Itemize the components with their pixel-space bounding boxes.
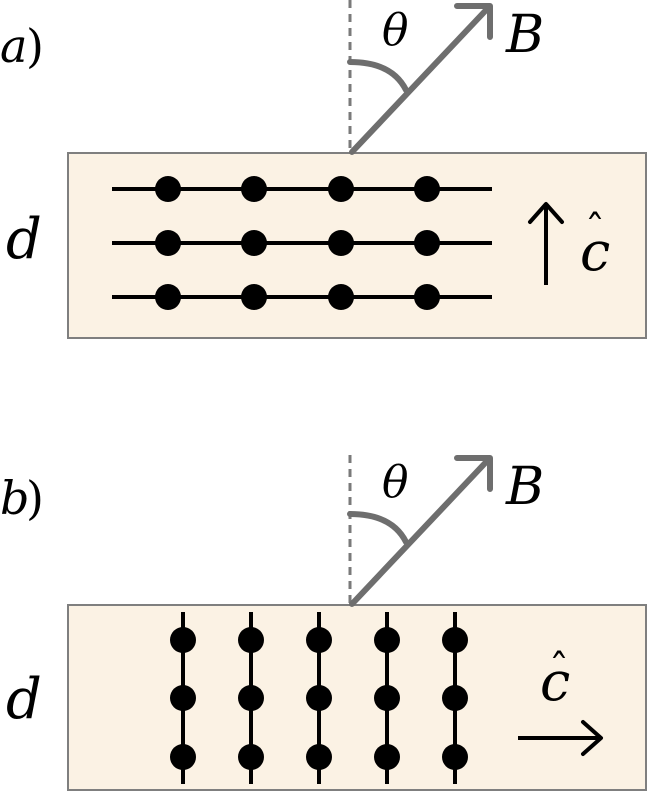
field-arrow-b (349, 457, 491, 607)
panel-label-b-paren: ) (26, 471, 44, 525)
atom (155, 284, 181, 310)
panel-label-b: b (0, 471, 29, 525)
atom (241, 284, 267, 310)
atom (306, 627, 332, 653)
angle-label-b: θ (382, 457, 409, 508)
atom (241, 176, 267, 202)
atom (238, 744, 264, 770)
chains-a (112, 176, 492, 310)
atom (442, 744, 468, 770)
atom (155, 176, 181, 202)
c-axis-label-a: c (580, 220, 610, 283)
atom (241, 230, 267, 256)
c-axis-hat-b: ˆ (549, 647, 569, 693)
atom (374, 627, 400, 653)
atom (170, 685, 196, 711)
slab-b (67, 604, 647, 791)
chains-b (170, 612, 468, 784)
c-axis-hat-a: ˆ (585, 208, 605, 254)
atom (306, 744, 332, 770)
atom (328, 284, 354, 310)
panel-b: b ) θ B d (0, 455, 647, 791)
panel-label-a-paren: ) (26, 19, 44, 73)
atom (238, 685, 264, 711)
field-label-a: B (505, 5, 544, 65)
panel-a: a ) θ B d (0, 0, 647, 339)
atom (414, 176, 440, 202)
field-arrowhead-b (454, 455, 493, 492)
angle-arc-a (347, 59, 409, 93)
atom (374, 744, 400, 770)
c-axis-arrow-b (518, 720, 603, 756)
panel-label-a: a (0, 19, 27, 73)
c-axis-arrow-a (528, 202, 564, 285)
atom (414, 230, 440, 256)
atom (170, 627, 196, 653)
angle-arc-b (347, 511, 409, 545)
field-label-b: B (505, 457, 544, 517)
slab-a (67, 152, 647, 339)
atom (328, 230, 354, 256)
thickness-label-b: d (6, 667, 42, 732)
field-arrowhead-a (454, 3, 493, 40)
atom (374, 685, 400, 711)
atom (155, 230, 181, 256)
atom (414, 284, 440, 310)
atom (442, 685, 468, 711)
atom (328, 176, 354, 202)
atom (238, 627, 264, 653)
field-arrow-a (349, 5, 491, 155)
atom (170, 744, 196, 770)
angle-label-a: θ (382, 5, 409, 56)
thickness-label-a: d (6, 207, 42, 272)
atom (442, 627, 468, 653)
c-axis-label-b: c (540, 650, 570, 713)
atom (306, 685, 332, 711)
